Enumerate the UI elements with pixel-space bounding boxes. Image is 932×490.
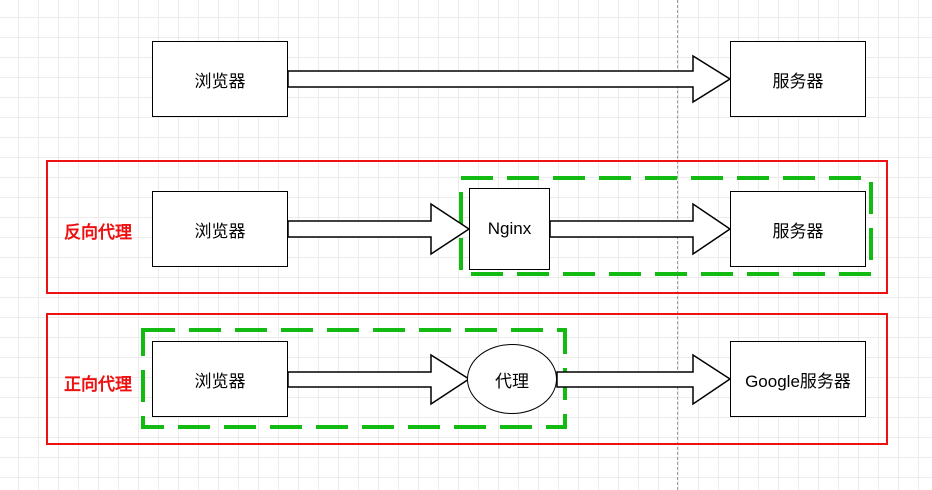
dashed-server-side-region [459, 176, 873, 276]
browser-node-top[interactable]: 浏览器 [152, 41, 288, 117]
proxy-label: 代理 [495, 371, 529, 391]
forward-proxy-title: 正向代理 [64, 375, 132, 394]
google-server-node[interactable]: Google服务器 [730, 341, 866, 417]
reverse-proxy-title: 反向代理 [64, 223, 132, 242]
arrow-browser-to-server-top [287, 54, 732, 104]
browser-label: 浏览器 [194, 371, 246, 391]
forward-proxy-group[interactable] [46, 313, 888, 445]
vertical-guide-line [677, 0, 678, 490]
server-node-top[interactable]: 服务器 [730, 41, 866, 117]
server-label: 服务器 [772, 71, 824, 91]
arrow-proxy-to-google [556, 353, 732, 406]
reverse-proxy-group[interactable] [46, 160, 888, 294]
browser-label: 浏览器 [194, 71, 246, 91]
proxy-node-ellipse[interactable]: 代理 [467, 344, 557, 414]
google-server-label: Google服务器 [745, 371, 851, 391]
nginx-label: Nginx [487, 219, 532, 238]
arrow-browser-to-proxy [287, 353, 471, 406]
arrow-browser-to-nginx [287, 202, 471, 256]
browser-node-reverse[interactable]: 浏览器 [152, 191, 288, 267]
server-label: 服务器 [772, 221, 824, 241]
arrow-nginx-to-server [549, 202, 732, 256]
browser-node-forward[interactable]: 浏览器 [152, 341, 288, 417]
nginx-node[interactable]: Nginx [469, 188, 550, 270]
browser-label: 浏览器 [194, 221, 246, 241]
server-node-reverse[interactable]: 服务器 [730, 191, 866, 267]
